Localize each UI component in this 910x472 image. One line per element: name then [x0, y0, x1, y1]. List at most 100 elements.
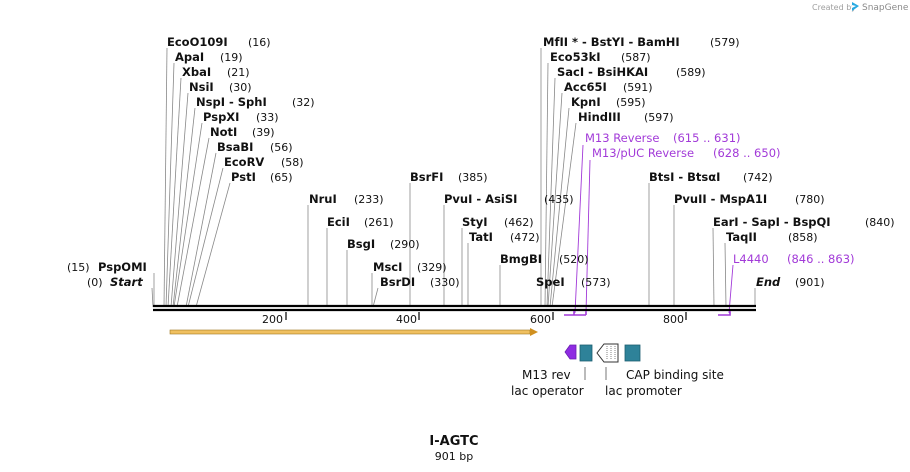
- enzyme-position: (520): [559, 253, 589, 266]
- lac-promoter-feature-icon: [596, 343, 619, 363]
- enzyme-position: (21): [227, 66, 250, 79]
- enzyme-position: (579): [710, 36, 740, 49]
- enzyme-name: BmgBI: [500, 252, 542, 266]
- enzyme-name: BsrDI: [380, 275, 415, 289]
- enzyme-position: (32): [292, 96, 315, 109]
- connector-bsabi: [185, 152, 217, 308]
- enzyme-position: (858): [788, 231, 818, 244]
- start-position: (0): [87, 276, 103, 289]
- tick-label-600: 600: [530, 313, 551, 326]
- enzyme-name: NotI: [210, 125, 237, 139]
- credit-app: SnapGene: [862, 3, 909, 13]
- connector-noti: [176, 137, 210, 308]
- enzyme-position: (15): [67, 261, 90, 274]
- enzyme-position: (591): [623, 81, 653, 94]
- enzyme-position: (595): [616, 96, 646, 109]
- enzyme-name: StyI: [462, 215, 488, 229]
- enzyme-name: ApaI: [175, 50, 204, 64]
- connector-m13-reverse: [574, 144, 584, 314]
- enzyme-position: (58): [281, 156, 304, 169]
- connector-taqii: [724, 242, 727, 308]
- orf-arrow: [169, 328, 538, 336]
- sequence-backbone: [153, 304, 756, 312]
- enzyme-name: MfII * - BstYI - BamHI: [543, 35, 680, 49]
- feature-label-lac-operator: lac operator: [511, 384, 584, 398]
- primer-label-l4440: L4440: [733, 252, 769, 266]
- enzyme-name: MscI: [373, 260, 402, 274]
- scale-ticks: [285, 312, 687, 320]
- enzyme-position: (56): [270, 141, 293, 154]
- enzyme-position: (573): [581, 276, 611, 289]
- credit-prefix: Created by: [812, 3, 856, 12]
- enzyme-name: Eco53kI: [550, 50, 601, 64]
- enzyme-position: (329): [417, 261, 447, 274]
- connector-start: [151, 287, 154, 308]
- connector-hindiii: [551, 122, 577, 308]
- plasmid-length: 901 bp: [435, 450, 473, 463]
- enzyme-name: BsgI: [347, 237, 375, 251]
- primer-label-m13-reverse: M13 Reverse: [585, 131, 659, 145]
- feature-label-lac-promoter: lac promoter: [605, 384, 682, 398]
- enzyme-name: TatI: [469, 230, 493, 244]
- tick-label-400: 400: [396, 313, 417, 326]
- connector-ecoo109i: [163, 47, 168, 308]
- primer-range-l4440: (846 .. 863): [787, 252, 855, 266]
- primer-range-m13-puc-reverse: (628 .. 650): [713, 146, 781, 160]
- feature-label-cap-binding-site: CAP binding site: [626, 368, 724, 382]
- feature-label-m13-rev: M13 rev: [522, 368, 571, 382]
- enzyme-position: (65): [270, 171, 293, 184]
- primer-bars: [564, 311, 731, 316]
- enzyme-name: TaqII: [726, 230, 757, 244]
- enzyme-position: (33): [256, 111, 279, 124]
- connector-nsii: [170, 92, 189, 308]
- enzyme-position: (290): [390, 238, 420, 251]
- primer-range-m13-reverse: (615 .. 631): [673, 131, 741, 145]
- enzyme-position: (19): [220, 51, 243, 64]
- enzyme-position: (30): [229, 81, 252, 94]
- enzyme-position: (385): [458, 171, 488, 184]
- enzyme-name: SacI - BsiHKAI: [557, 65, 648, 79]
- connector-psti: [195, 182, 231, 308]
- enzyme-name: EciI: [327, 215, 350, 229]
- connector-acc65i: [547, 92, 563, 308]
- enzyme-name: BsrFI: [410, 170, 443, 184]
- enzyme-name: PstI: [231, 170, 256, 184]
- enzyme-name: EarI - SapI - BspQI: [713, 215, 831, 229]
- connector-pspxi: [173, 122, 203, 308]
- enzyme-name: Acc65I: [564, 80, 607, 94]
- connector-apai: [165, 62, 175, 308]
- cap-binding-site-feature-icon: [624, 344, 641, 362]
- enzyme-name: BsaBI: [217, 140, 253, 154]
- snapgene-logo-icon: [852, 2, 859, 11]
- connector-kpni: [549, 107, 570, 308]
- connector-eari: [712, 227, 715, 308]
- tick-label-800: 800: [663, 313, 684, 326]
- start-label: Start: [110, 275, 143, 289]
- enzyme-position: (39): [252, 126, 275, 139]
- connector-ecorv: [187, 167, 224, 308]
- m13-rev-feature-icon: [564, 344, 577, 360]
- snapgene-credit: Created by SnapGene: [812, 2, 909, 13]
- plasmid-name: I-AGTC: [429, 434, 478, 449]
- connector-m13-puc-reverse: [585, 159, 591, 314]
- enzyme-position: (16): [248, 36, 271, 49]
- enzyme-name: KpnI: [571, 95, 601, 109]
- enzyme-name: PspXI: [203, 110, 239, 124]
- enzyme-position: (261): [364, 216, 394, 229]
- enzyme-name: NruI: [309, 192, 337, 206]
- enzyme-position: (589): [676, 66, 706, 79]
- enzyme-position: (587): [621, 51, 651, 64]
- enzyme-name: NsiI: [189, 80, 214, 94]
- enzyme-name: BtsI - BtsαI: [649, 170, 720, 184]
- enzyme-name: HindIII: [578, 110, 621, 124]
- enzyme-position: (742): [743, 171, 773, 184]
- connector-bsrdi: [372, 287, 379, 308]
- enzyme-name: EcoRV: [224, 155, 264, 169]
- feature-glyphs: [564, 343, 641, 380]
- connector-xbai: [167, 77, 182, 308]
- connector-eco53ki: [544, 62, 549, 308]
- connector-sphi: [172, 107, 196, 308]
- enzyme-name: EcoO109I: [167, 35, 228, 49]
- enzyme-position: (462): [504, 216, 534, 229]
